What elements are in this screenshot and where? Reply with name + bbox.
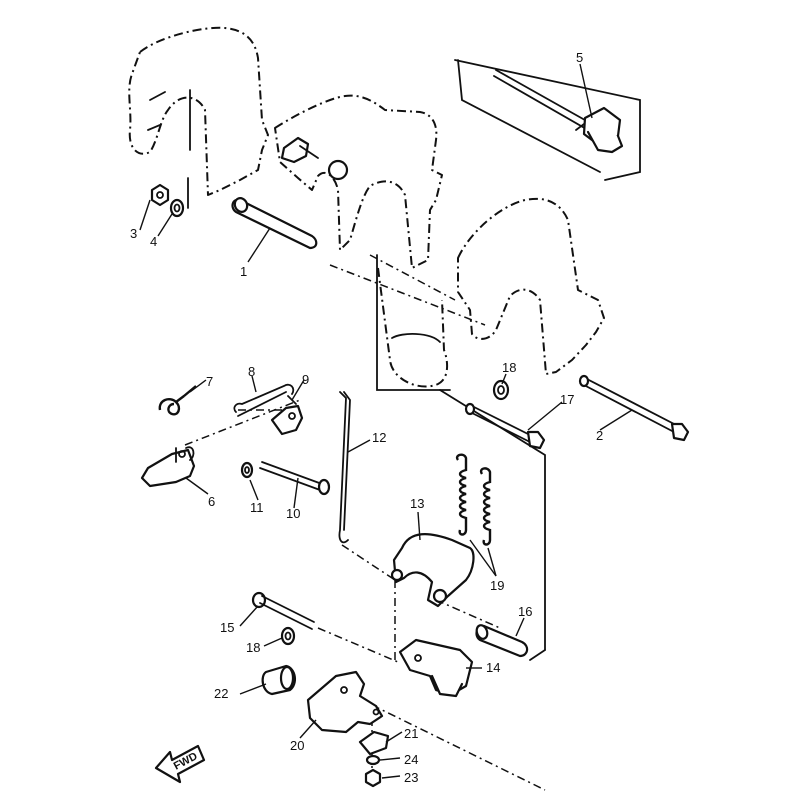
part-10-pin bbox=[259, 461, 331, 496]
callout-17: 17 bbox=[560, 392, 574, 407]
part-9-small-bracket bbox=[270, 395, 304, 436]
center-swivel-bracket-phantom bbox=[274, 94, 449, 388]
part-5-bolt-with-bracket bbox=[493, 69, 624, 154]
part-2-long-bolt bbox=[578, 374, 690, 442]
part-16-sleeve bbox=[475, 624, 529, 658]
callout-22: 22 bbox=[214, 686, 228, 701]
callout-15: 15 bbox=[220, 620, 234, 635]
callout-9: 9 bbox=[302, 372, 309, 387]
callout-20: 20 bbox=[290, 738, 304, 753]
part-7-spring-clip bbox=[158, 385, 197, 416]
part-13-u-bracket bbox=[390, 533, 475, 608]
callout-2: 2 bbox=[596, 428, 603, 443]
part-19-springs bbox=[455, 453, 492, 546]
part-6-lever-bracket bbox=[140, 446, 196, 488]
callout-14: 14 bbox=[486, 660, 500, 675]
part-22-roller bbox=[261, 664, 296, 696]
callout-4: 4 bbox=[150, 234, 157, 249]
callout-23: 23 bbox=[404, 770, 418, 785]
leader-lines bbox=[139, 63, 633, 779]
part-17-bolt bbox=[464, 402, 546, 450]
part-23-bolt bbox=[364, 768, 382, 788]
callout-labels: 1 2 3 4 5 6 7 8 9 10 11 12 13 14 15 16 1… bbox=[130, 50, 603, 785]
assembly-boundary-lines bbox=[187, 59, 641, 661]
callout-12: 12 bbox=[372, 430, 386, 445]
callout-24: 24 bbox=[404, 752, 418, 767]
callout-18-lower: 18 bbox=[246, 640, 260, 655]
callout-19: 19 bbox=[490, 578, 504, 593]
callout-10: 10 bbox=[286, 506, 300, 521]
callout-21: 21 bbox=[404, 726, 418, 741]
left-clamp-bracket-phantom bbox=[128, 26, 269, 196]
callout-13: 13 bbox=[410, 496, 424, 511]
callout-7: 7 bbox=[206, 374, 213, 389]
part-20-main-lower-bracket bbox=[306, 670, 384, 734]
callout-11: 11 bbox=[250, 500, 264, 515]
callout-16: 16 bbox=[518, 604, 532, 619]
part-24-washer bbox=[365, 754, 381, 766]
callout-8: 8 bbox=[248, 364, 255, 379]
callout-1: 1 bbox=[240, 264, 247, 279]
callout-18-upper: 18 bbox=[502, 360, 516, 375]
fwd-direction-arrow: FWD bbox=[154, 744, 206, 784]
right-clamp-bracket-phantom bbox=[457, 197, 605, 375]
part-8-rod-link bbox=[233, 383, 295, 417]
callout-5: 5 bbox=[576, 50, 583, 65]
part-14-lower-bracket bbox=[398, 638, 474, 698]
callout-3: 3 bbox=[130, 226, 137, 241]
part-15-bolt bbox=[251, 591, 315, 630]
part-18-upper-washer bbox=[492, 379, 510, 401]
part-18-lower-washer bbox=[280, 626, 296, 646]
center-bracket-hardware bbox=[280, 136, 349, 181]
part-3-nut bbox=[150, 183, 170, 207]
part-1-tilt-tube bbox=[231, 197, 318, 250]
part-11-washer bbox=[240, 461, 254, 479]
part-21-plate bbox=[358, 730, 390, 756]
callout-6: 6 bbox=[208, 494, 215, 509]
part-4-washer bbox=[169, 198, 185, 218]
part-12-long-rod bbox=[338, 391, 351, 544]
